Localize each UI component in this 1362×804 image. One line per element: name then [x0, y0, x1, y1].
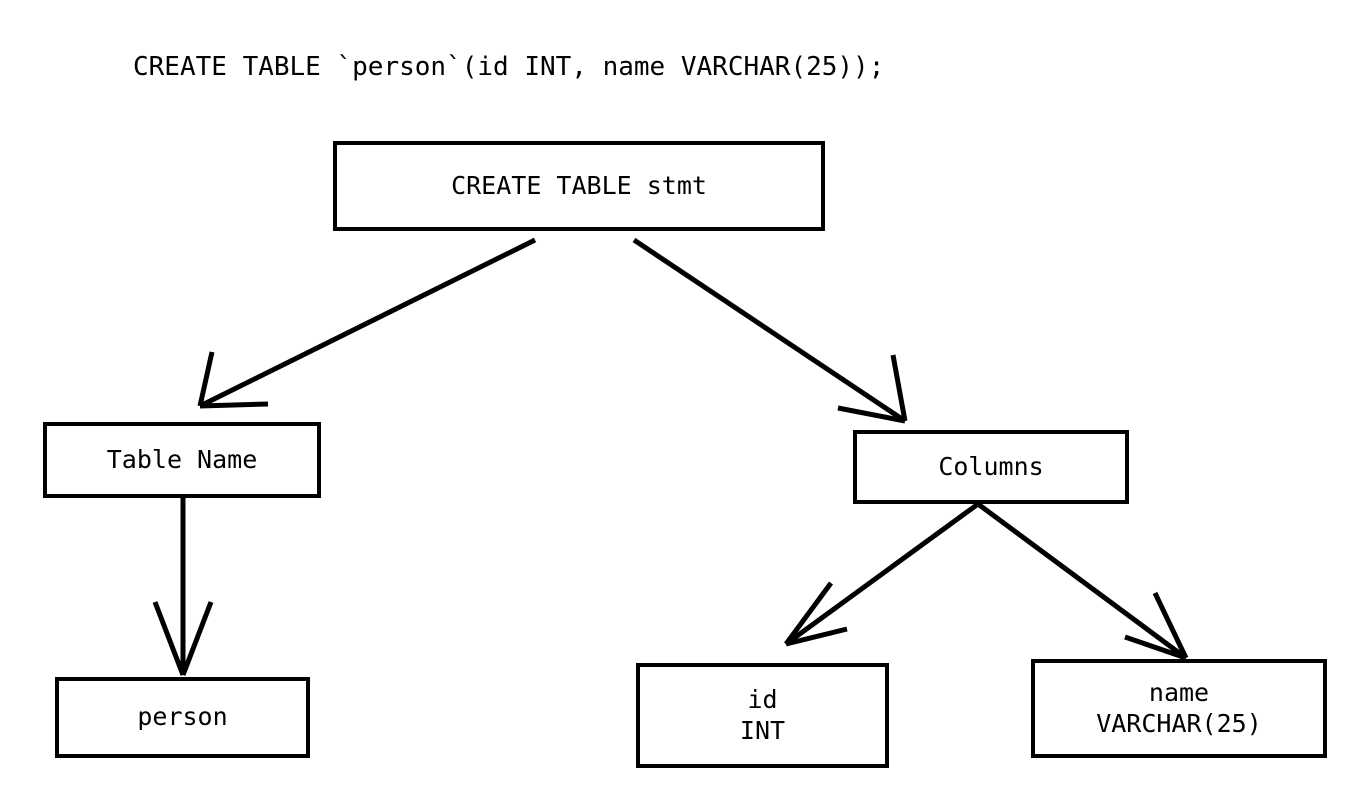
edge-root-to-columns-arrowhead-left: [837, 405, 906, 424]
edge-root-to-columns-shaft: [632, 237, 907, 424]
edge-root-to-table-name-shaft: [198, 237, 537, 409]
column-name-node-line: name: [1148, 678, 1210, 707]
person-value-node-line: person: [137, 702, 228, 732]
edge-columns-to-id-arrowhead-left: [785, 626, 848, 647]
edge-columns-to-id-shaft: [784, 501, 980, 647]
column-id-node-line: id: [747, 685, 778, 714]
edge-root-to-columns-arrowhead-right: [890, 354, 908, 422]
create-table-stmt-node: CREATE TABLE stmt: [333, 141, 825, 231]
columns-node-line: Columns: [938, 451, 1044, 481]
columns-node: Columns: [853, 430, 1129, 504]
table-name-node: Table Name: [43, 422, 321, 498]
table-name-node-line: Table Name: [106, 444, 258, 474]
create-table-stmt-node-line: CREATE TABLE stmt: [451, 170, 707, 200]
sql-statement-caption: CREATE TABLE `person`(id INT, name VARCH…: [133, 52, 885, 82]
edge-columns-to-name-arrowhead-right: [1152, 591, 1189, 660]
edge-columns-to-id-arrowhead-right: [783, 581, 834, 646]
edge-table-name-to-person-arrowhead-right: [180, 601, 214, 676]
edge-columns-to-name-shaft: [976, 501, 1188, 661]
edge-table-name-to-person: [152, 498, 214, 676]
edge-root-to-table-name: [197, 237, 537, 409]
edge-columns-to-id: [783, 501, 980, 647]
edge-table-name-to-person-arrowhead-left: [152, 601, 186, 676]
edge-columns-to-name: [976, 501, 1189, 661]
edge-root-to-table-name-arrowhead-left: [199, 401, 269, 409]
column-id-node-line: INT: [739, 715, 786, 745]
edge-root-to-columns: [632, 237, 908, 424]
edge-columns-to-name-arrowhead-left: [1124, 634, 1187, 661]
column-name-node-line: VARCHAR(25): [1096, 708, 1262, 738]
person-value-node: person: [55, 677, 310, 758]
edge-root-to-table-name-arrowhead-right: [197, 351, 215, 407]
